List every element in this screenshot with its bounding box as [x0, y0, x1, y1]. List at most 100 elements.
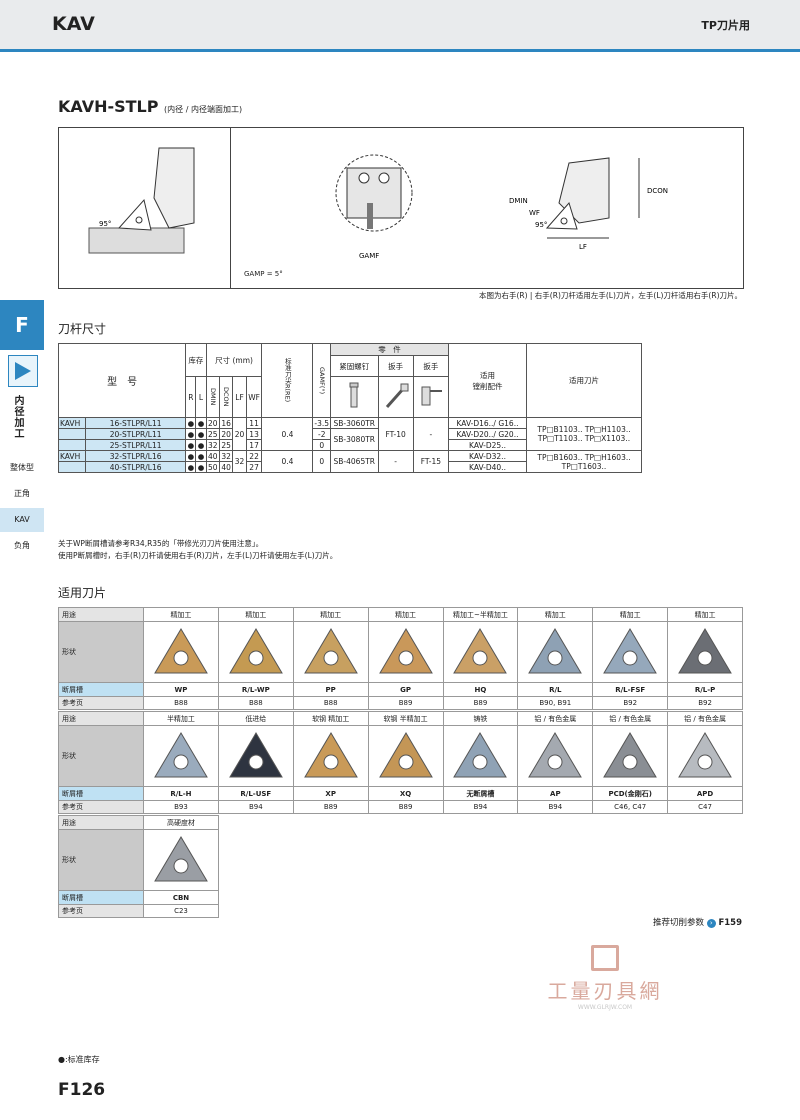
- triangle-insert-icon: [154, 628, 208, 674]
- table-row: KAVH 16-STLPR/L11 ● ● 20 16 20 11 0.4 -3…: [58, 417, 642, 451]
- wrench1-icon: [377, 376, 414, 418]
- model-cell: 32-STLPR/L16: [84, 450, 187, 462]
- boring-icon: [8, 355, 38, 387]
- dcon-cell: 20: [218, 428, 234, 440]
- sidebar-item-negative[interactable]: 负角: [14, 541, 30, 550]
- breaker-label: 断屑槽: [58, 786, 144, 801]
- dcon-cell: 40: [218, 461, 234, 473]
- triangle-insert-icon: [678, 732, 732, 778]
- wrench2-cell: -: [412, 417, 450, 451]
- cutting-params-page: F159: [718, 918, 742, 928]
- shape-label: 形状: [58, 829, 144, 891]
- section-subtitle: (内径 / 内径端面加工): [164, 105, 243, 114]
- wf-label: WF: [529, 209, 540, 217]
- shape-label: 形状: [58, 621, 144, 683]
- inserts-table-2: 用途半精加工低进给软钢 精加工软钢 半精加工铸铁铝 / 有色金属铝 / 有色金属…: [58, 711, 743, 814]
- wf-header: WF: [245, 376, 263, 418]
- insert-ref-cell: C23: [143, 904, 219, 918]
- screw-header: 紧固螺钉: [330, 355, 379, 377]
- accessory-cell: KAV-D16../ G16..: [448, 417, 527, 429]
- cutting-params-text: 推荐切削参数: [653, 918, 705, 928]
- ref-label: 参考页: [58, 696, 144, 710]
- insert-shape: [667, 725, 743, 787]
- insert-shape: [442, 725, 519, 787]
- insert-shape: [367, 725, 444, 787]
- gamf-label: GAMF: [359, 252, 379, 260]
- footnote-2: 使用P断屑槽时，右手(R)刀杆请使用右手(R)刀片，左手(L)刀杆请使用左手(L…: [58, 551, 338, 560]
- insert-breaker-cell: R/L-FSF: [592, 682, 669, 697]
- cutting-params-link[interactable]: 推荐切削参数 › F159: [653, 916, 742, 928]
- insert-use-cell: 精加工: [592, 607, 669, 622]
- wf-cell: 22: [245, 450, 263, 462]
- insert-ref-cell: C46, C47: [592, 800, 669, 814]
- re-cell: 0.4: [261, 417, 314, 451]
- re-header: 标准刀尖R(RE): [261, 343, 314, 418]
- wrench2-header: 扳手: [412, 355, 450, 377]
- sidebar-item-kav[interactable]: KAV: [0, 508, 44, 532]
- triangle-insert-icon: [228, 628, 283, 674]
- insert-use-cell: 铝 / 有色金属: [517, 711, 594, 726]
- gamf-header: GAMF(°): [312, 343, 332, 418]
- screw-cell: SB-4065TR: [330, 450, 379, 473]
- insert-shape: [217, 621, 294, 683]
- stock-l-cell: ●: [195, 417, 207, 429]
- insert-line-2: TP□T1103.. TP□X1103..: [537, 434, 631, 443]
- insert-use-cell: 精加工~半精加工: [442, 607, 519, 622]
- accessory-cell: KAV-D25..: [448, 439, 527, 451]
- insert-ref-cell: B88: [217, 696, 294, 710]
- insert-ref-cell: B90, B91: [517, 696, 594, 710]
- sidebar-item-solid[interactable]: 整体型: [10, 463, 34, 472]
- dcon-cell: 25: [218, 439, 234, 451]
- section-tab[interactable]: F: [0, 300, 44, 350]
- watermark-url: WWW.GLRJW.COM: [577, 1004, 633, 1011]
- stock-header: 库存: [185, 343, 207, 377]
- stock-r-cell: ●: [185, 450, 197, 462]
- triangle-insert-icon: [603, 628, 658, 674]
- wrench2-icon: [412, 376, 450, 418]
- holder-title: 刀杆尺寸: [58, 322, 107, 336]
- screw-icon: [330, 376, 379, 418]
- insert-breaker-cell: R/L-P: [667, 682, 743, 697]
- logo-icon: [591, 945, 619, 971]
- model-cell: 16-STLPR/L11: [84, 417, 187, 429]
- model-cell: 25-STLPR/L11: [84, 439, 187, 451]
- insert-breaker-cell: XQ: [367, 786, 444, 801]
- insert-use-cell: 半精加工: [143, 711, 219, 726]
- page-number: F126: [58, 1080, 106, 1100]
- sidebar-item-positive[interactable]: 正角: [14, 489, 30, 498]
- dmin-cell: 32: [205, 439, 220, 451]
- cutting-view-drawing: 95°: [88, 147, 195, 254]
- insert-shape: [667, 621, 743, 683]
- stock-r-cell: ●: [185, 428, 197, 440]
- end-view-drawing: GAMF: [335, 154, 413, 260]
- stock-r-cell: ●: [185, 461, 197, 473]
- insert-cell: TP□B1603.. TP□H1603.. TP□T1603..: [526, 450, 642, 473]
- insert-ref-cell: B89: [367, 800, 444, 814]
- insert-header: 适用刀片: [526, 343, 642, 418]
- table-row: 40-STLPR/L16 ● ● 50 40 27 KAV-D40..: [58, 461, 642, 473]
- gamf-cell: -2: [312, 428, 332, 440]
- insert-breaker-cell: GP: [367, 682, 444, 697]
- r-header: R: [185, 376, 197, 418]
- triangle-insert-icon: [453, 732, 508, 778]
- dims-header: 尺寸 (mm): [205, 343, 263, 377]
- insert-use-cell: 铝 / 有色金属: [592, 711, 669, 726]
- table-row: KAVH 32-STLPR/L16 ● ● 40 32 32 22 0.4 0 …: [58, 450, 642, 473]
- insert-breaker-cell: R/L-H: [143, 786, 219, 801]
- hand-note: 本图为右手(R) | 右手(R)刀杆适用左手(L)刀片，左手(L)刀杆适用右手(…: [478, 291, 742, 300]
- insert-use-cell: 低进给: [217, 711, 294, 726]
- wf-cell: 27: [245, 461, 263, 473]
- lf-cell: 20: [232, 417, 247, 451]
- wf-cell: 17: [245, 439, 263, 451]
- breaker-label: 断屑槽: [58, 890, 144, 905]
- triangle-insert-icon: [528, 732, 583, 778]
- insert-use-cell: 软钢 精加工: [292, 711, 369, 726]
- dcon-label: DCON: [647, 187, 668, 195]
- insert-use-cell: 精加工: [517, 607, 594, 622]
- stock-l-cell: ●: [195, 461, 207, 473]
- use-label: 用途: [58, 711, 144, 726]
- insert-shape: [143, 829, 219, 891]
- use-label: 用途: [58, 607, 144, 622]
